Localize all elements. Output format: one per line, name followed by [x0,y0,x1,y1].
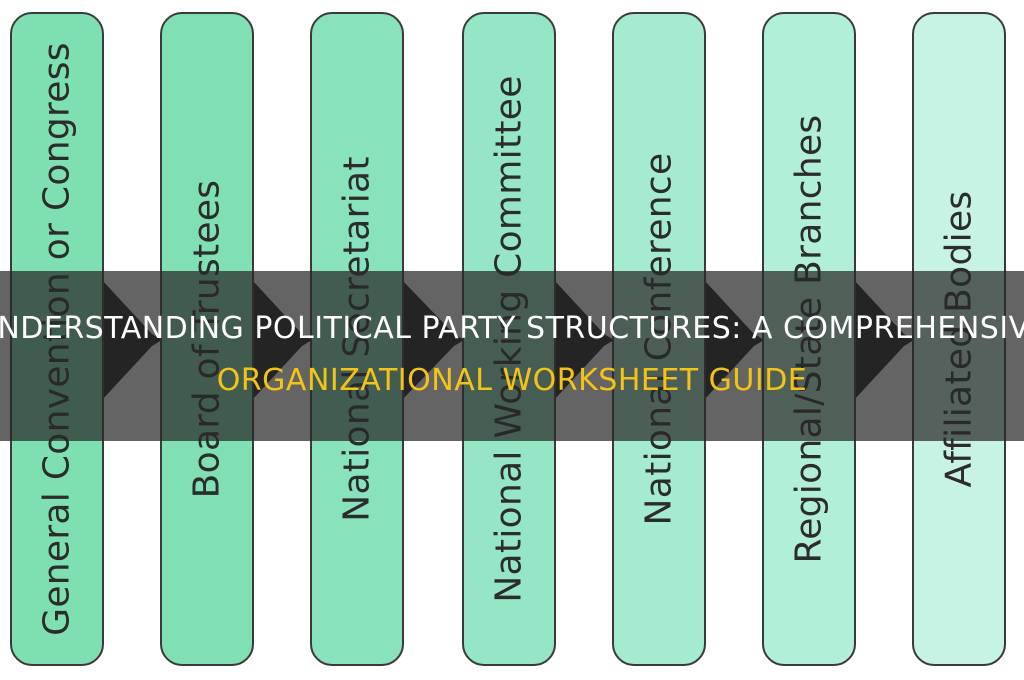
title-banner: UNDERSTANDING POLITICAL PARTY STRUCTURES… [0,271,1024,441]
banner-title-line1: UNDERSTANDING POLITICAL PARTY STRUCTURES… [0,311,1024,346]
banner-title-line2: ORGANIZATIONAL WORKSHEET GUIDE [216,363,808,398]
